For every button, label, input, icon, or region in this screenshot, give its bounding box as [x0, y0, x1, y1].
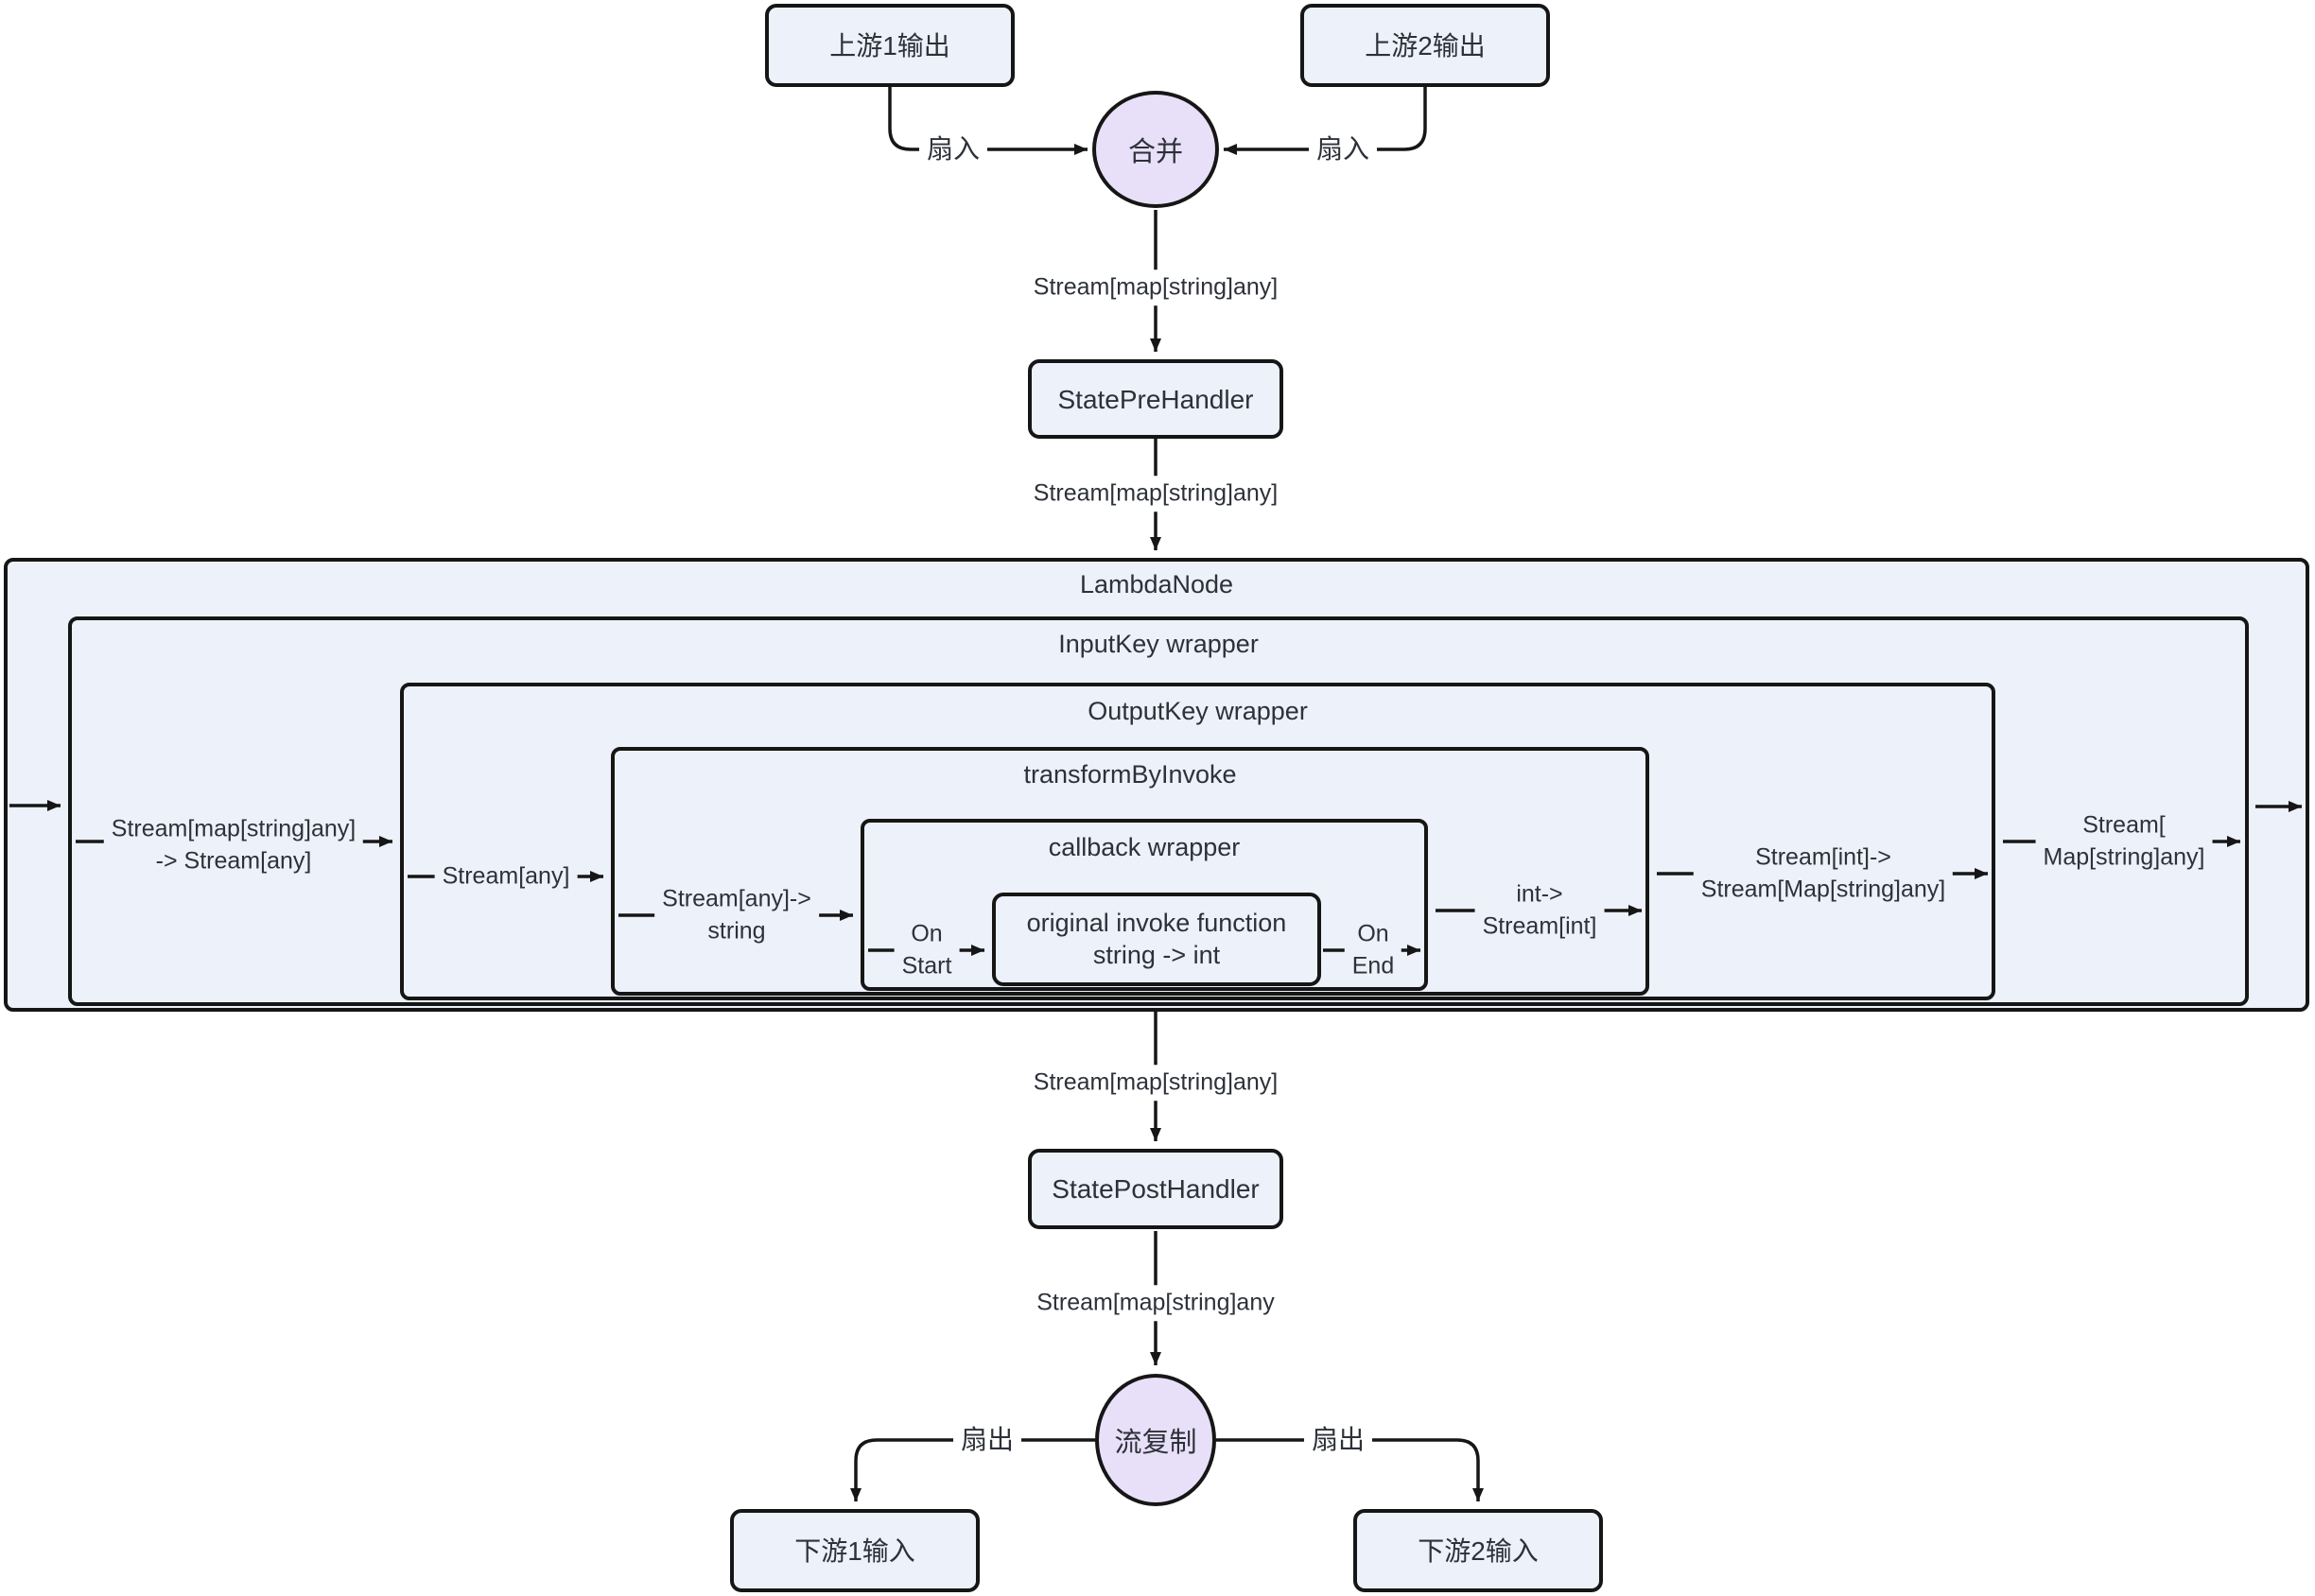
- edge-label-outputkey-out-l2: Map[string]any]: [2043, 843, 2205, 870]
- node-upstream2: 上游2输出: [1300, 4, 1550, 87]
- edge-label-outputkey-out-l1: Stream[: [2082, 811, 2166, 839]
- node-upstream2-label: 上游2输出: [1365, 30, 1486, 61]
- node-downstream1-label: 下游1输入: [794, 1535, 915, 1566]
- edge-label-into-transform: Stream[any]: [434, 859, 578, 894]
- node-downstream1: 下游1输入: [730, 1509, 980, 1592]
- merge-circle: 合并: [1092, 91, 1219, 208]
- node-original-invoke: original invoke function string -> int: [992, 893, 1321, 986]
- edge-label-on-start-l2: Start: [901, 952, 952, 979]
- edge-label-outputkey-out: Stream[ Map[string]any]: [2035, 807, 2213, 876]
- lambdanode-title: LambdaNode: [1079, 570, 1234, 598]
- edge-label-into-outputkey: Stream[map[string]any] -> Stream[any]: [103, 811, 364, 879]
- edge-label-fanin-right: 扇入: [1308, 130, 1378, 169]
- edge-label-on-start-l1: On: [911, 920, 943, 947]
- inputkey-wrapper-title: InputKey wrapper: [1058, 630, 1259, 658]
- stream-copy-circle: 流复制: [1095, 1374, 1216, 1506]
- outputkey-wrapper-title: OutputKey wrapper: [1088, 697, 1308, 725]
- node-downstream2-label: 下游2输入: [1418, 1535, 1539, 1566]
- edge-label-transform-out: Stream[int]-> Stream[Map[string]any]: [1693, 840, 1954, 908]
- node-state-post-handler: StatePostHandler: [1028, 1149, 1283, 1229]
- node-downstream2: 下游2输入: [1353, 1509, 1603, 1592]
- edge-label-on-end: On End: [1344, 916, 1402, 984]
- transformbyinvoke-title: transformByInvoke: [1023, 760, 1237, 789]
- edge-label-into-callback-l2: string: [707, 917, 766, 944]
- merge-circle-label: 合并: [1127, 137, 1183, 167]
- edge-label-into-callback: Stream[any]-> string: [654, 881, 819, 949]
- edge-fanout-left: [850, 1438, 1095, 1501]
- edge-label-fanout-left: 扇出: [952, 1420, 1022, 1460]
- node-upstream1-label: 上游1输出: [829, 30, 950, 61]
- stream-copy-label: 流复制: [1114, 1428, 1197, 1458]
- original-invoke-line1: original invoke function: [1026, 908, 1287, 937]
- edge-label-on-end-l2: End: [1351, 952, 1395, 979]
- edge-label-merge-to-pre: Stream[map[string]any]: [1025, 269, 1286, 305]
- edge-label-into-outputkey-l1: Stream[map[string]any]: [111, 815, 357, 842]
- edge-label-callback-out: int-> Stream[int]: [1474, 876, 1605, 945]
- edge-label-lambda-to-post: Stream[map[string]any]: [1025, 1065, 1286, 1101]
- node-upstream1: 上游1输出: [765, 4, 1015, 87]
- state-pre-handler-label: StatePreHandler: [1057, 384, 1254, 414]
- edge-label-on-start: On Start: [894, 916, 960, 984]
- edge-label-callback-out-l1: int->: [1516, 880, 1563, 908]
- edge-label-on-end-l1: On: [1357, 920, 1389, 947]
- edge-label-callback-out-l2: Stream[int]: [1482, 912, 1597, 939]
- edge-label-fanin-left: 扇入: [918, 130, 988, 169]
- edge-label-post-to-copy: Stream[map[string]any: [1029, 1285, 1282, 1321]
- edge-label-transform-out-l2: Stream[Map[string]any]: [1700, 876, 1946, 902]
- edge-label-into-callback-l1: Stream[any]->: [662, 885, 811, 912]
- edge-label-transform-out-l1: Stream[int]->: [1755, 843, 1891, 871]
- edge-label-fanout-right: 扇出: [1303, 1420, 1373, 1460]
- callback-wrapper-title: callback wrapper: [1048, 833, 1241, 861]
- edge-fanin-left: [888, 87, 1088, 155]
- state-post-handler-label: StatePostHandler: [1052, 1174, 1260, 1204]
- edge-fanout-right: [1216, 1438, 1484, 1501]
- edge-label-into-outputkey-l2: -> Stream[any]: [155, 847, 312, 874]
- edge-fanin-right: [1224, 87, 1427, 155]
- original-invoke-line2: string -> int: [1092, 940, 1221, 969]
- edge-label-pre-to-lambda: Stream[map[string]any]: [1025, 476, 1286, 512]
- node-state-pre-handler: StatePreHandler: [1028, 359, 1283, 439]
